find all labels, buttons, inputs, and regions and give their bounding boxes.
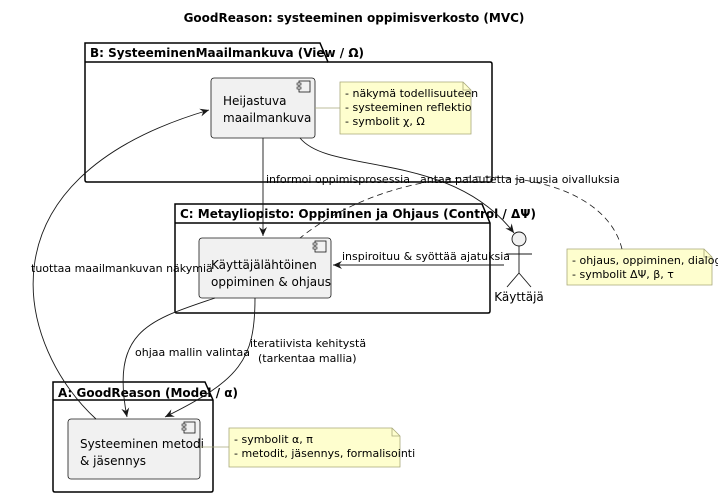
svg-text:- symbolit χ, Ω: - symbolit χ, Ω [345,115,425,128]
edge-label-iteratiivista-1: iteratiivista kehitystä [250,337,366,350]
actor-label: Käyttäjä [494,290,544,304]
svg-text:- näkymä todellisuuteen: - näkymä todellisuuteen [345,87,478,100]
svg-text:- symbolit ΔΨ, β, τ: - symbolit ΔΨ, β, τ [572,268,674,281]
svg-text:- metodit, jäsennys, formaliso: - metodit, jäsennys, formalisointi [234,447,415,460]
svg-text:- symbolit α, π: - symbolit α, π [234,433,313,446]
edge-label-iteratiivista-2: (tarkentaa mallia) [258,352,357,365]
component-icon [312,240,327,253]
edge-ohjaa [121,297,216,418]
svg-text:Heijastuva: Heijastuva [223,94,286,108]
edge-label-antaa: antaa palautetta ja uusia oivalluksia [420,173,620,186]
note-line: - symbolit χ, Ω [345,115,425,128]
package-control-title: C: Metayliopisto: Oppiminen ja Ohjaus (C… [180,207,536,221]
component-icon [296,80,311,93]
component-heijastuva-maailmankuva: Heijastuva maailmankuva [210,77,316,139]
svg-text:Käyttäjälähtöinen: Käyttäjälähtöinen [211,258,317,272]
note-control: - ohjaus, oppiminen, dialogi - symbolit … [566,248,718,286]
edge-label-ohjaa: ohjaa mallin valintaa [135,346,250,359]
note-model: - symbolit α, π - metodit, jäsennys, for… [200,427,415,468]
stick-figure-icon [506,231,532,288]
edge-antaa [299,137,515,234]
svg-text:Systeeminen metodi: Systeeminen metodi [80,437,204,451]
svg-text:maailmankuva: maailmankuva [223,111,311,125]
component-systeeminen-metodi: Systeeminen metodi & jäsennys [67,418,204,480]
diagram-title: GoodReason: systeeminen oppimisverkosto … [184,11,525,25]
package-view-title: B: SysteeminenMaailmankuva (View / Ω) [90,46,364,60]
edge-label-inspiroituu: inspiroituu & syöttää ajatuksia [342,250,510,263]
note-line: - symbolit α, π [234,433,313,446]
note-line: - näkymä todellisuuteen [345,87,478,100]
component-label-line2: oppiminen & ohjaus [211,275,331,289]
component-kayttajalahtoinen-oppiminen: Käyttäjälähtöinen oppiminen & ohjaus [198,237,332,299]
package-model-title: A: GoodReason (Model / α) [58,386,238,400]
actor-kayttaja: Käyttäjä [494,231,544,304]
component-label-line2: & jäsennys [80,454,146,468]
note-line: - systeeminen reflektio [345,101,472,114]
component-label-line1: Käyttäjälähtöinen [211,258,317,272]
component-label-line1: Heijastuva [223,94,286,108]
component-label-line1: Systeeminen metodi [80,437,204,451]
edge-label-informoi: informoi oppimisprosessia [266,173,410,186]
svg-text:oppiminen & ohjaus: oppiminen & ohjaus [211,275,331,289]
svg-text:- ohjaus, oppiminen, dialogi: - ohjaus, oppiminen, dialogi [572,254,718,267]
note-view: - näkymä todellisuuteen - systeeminen re… [315,81,478,135]
component-label-line2: maailmankuva [223,111,311,125]
note-line: - metodit, jäsennys, formalisointi [234,447,415,460]
component-icon [181,421,196,434]
svg-text:- systeeminen reflektio: - systeeminen reflektio [345,101,472,114]
note-line: - symbolit ΔΨ, β, τ [572,268,674,281]
edge-tuottaa [32,108,210,420]
edge-label-tuottaa: tuottaa maailmankuvan näkymiä [31,262,213,275]
note-line: - ohjaus, oppiminen, dialogi [572,254,718,267]
svg-text:& jäsennys: & jäsennys [80,454,146,468]
edge-iteratiivista [164,297,256,418]
